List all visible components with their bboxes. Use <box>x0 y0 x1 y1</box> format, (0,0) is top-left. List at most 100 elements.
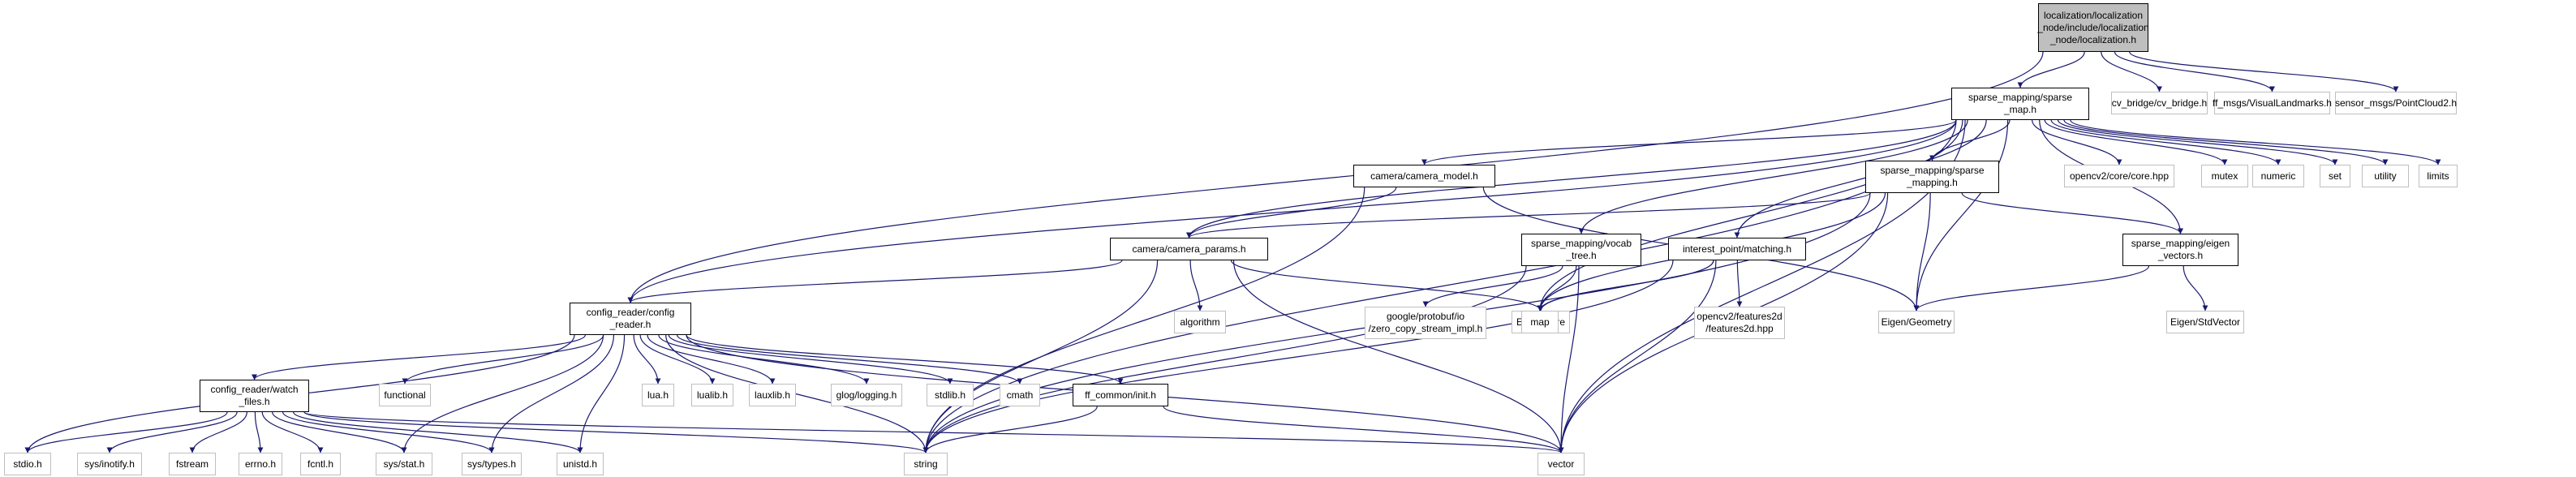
node-sparse-map[interactable]: sparse_mapping/sparse_map.h <box>1951 88 2089 120</box>
edge-config-reader-to-lualib <box>639 334 716 385</box>
node-label-line: camera/camera_params.h <box>1132 243 1246 255</box>
node-label-line: Eigen/StdVector <box>2170 316 2241 328</box>
node-label-line: _mapping.h <box>1907 177 1958 188</box>
edge-root-to-cv-bridge <box>2101 51 2162 92</box>
edge-sparse-map-to-opencv-core <box>2032 119 2122 165</box>
node-eigen-vectors[interactable]: sparse_mapping/eigen_vectors.h <box>2122 234 2238 266</box>
node-sparse-mapping[interactable]: sparse_mapping/sparse_mapping.h <box>1865 161 1999 193</box>
edge-root-to-visual-landmarks <box>2114 51 2275 92</box>
edge-camera-model-to-string <box>922 187 1365 453</box>
node-vector: vector <box>1537 453 1585 475</box>
node-label-line: config_reader/watch <box>210 384 299 395</box>
edge-camera-params-to-vector <box>1232 260 1564 453</box>
edge-ff-init-to-vector <box>1163 406 1564 453</box>
edge-watch-files-to-unistd <box>293 411 583 453</box>
edge-sparse-map-to-numeric <box>2050 119 2281 165</box>
edge-watch-files-to-vector <box>303 411 1564 453</box>
node-eigen-stdvector: Eigen/StdVector <box>2166 311 2244 333</box>
node-label-line: lua.h <box>647 389 669 401</box>
node-fstream: fstream <box>169 453 216 475</box>
edge-sparse-map-to-config-reader <box>627 119 1957 303</box>
node-inotify: sys/inotify.h <box>77 453 142 475</box>
node-label-line: lualib.h <box>696 389 729 401</box>
edge-config-reader-to-cmath <box>677 334 1023 385</box>
edge-matching-to-features2d <box>1736 260 1743 307</box>
node-label-line: limits <box>2427 170 2449 182</box>
edge-camera-model-to-camera-params <box>1186 187 1397 238</box>
node-label-line: errno.h <box>244 458 277 470</box>
node-zero-copy: google/protobuf/io/zero_copy_stream_impl… <box>1365 307 1486 339</box>
edge-matching-to-map <box>1537 260 1714 312</box>
node-unistd: unistd.h <box>557 453 604 475</box>
edge-config-reader-to-ff-init <box>686 334 1124 385</box>
node-label-line: map <box>1530 316 1550 328</box>
edge-watch-files-to-sys-types <box>282 411 495 453</box>
edge-config-reader-to-stdlib <box>668 334 953 385</box>
node-label-line: sparse_mapping/eigen <box>2131 238 2230 249</box>
node-label-line: sensor_msgs/PointCloud2.h <box>2334 97 2458 109</box>
node-features2d: opencv2/features2d/features2d.hpp <box>1694 307 1785 339</box>
node-label-line: stdlib.h <box>934 389 966 401</box>
node-label-line: cv_bridge/cv_bridge.h <box>2111 97 2208 109</box>
node-watch-files[interactable]: config_reader/watch_files.h <box>200 380 309 412</box>
node-label-line: interest_point/matching.h <box>1682 243 1792 255</box>
node-label-line: set <box>2328 170 2342 182</box>
node-label-line: vector <box>1547 458 1575 470</box>
edge-sparse-map-to-vocab-tree <box>1578 119 1968 234</box>
edge-ff-init-to-string <box>922 406 1098 453</box>
node-matching[interactable]: interest_point/matching.h <box>1668 238 1806 260</box>
edge-sparse-map-to-camera-model <box>1421 119 1957 165</box>
node-camera-model[interactable]: camera/camera_model.h <box>1353 165 1495 187</box>
node-config-reader[interactable]: config_reader/config_reader.h <box>570 303 691 335</box>
node-lauxlib: lauxlib.h <box>749 384 796 406</box>
node-label-line: opencv2/features2d <box>1697 311 1783 322</box>
node-camera-params[interactable]: camera/camera_params.h <box>1110 238 1268 260</box>
edge-layer <box>24 51 2441 453</box>
edge-config-reader-to-sys-stat <box>401 334 604 453</box>
node-root[interactable]: localization/localization_node/include/l… <box>2037 3 2149 52</box>
edge-vocab-tree-to-string <box>922 265 1527 453</box>
edge-watch-files-to-fstream <box>189 411 247 453</box>
node-map: map <box>1521 311 1559 333</box>
edge-watch-files-to-stdio <box>24 411 228 453</box>
node-stdlib: stdlib.h <box>927 384 974 406</box>
node-label-line: sys/inotify.h <box>84 458 135 470</box>
node-stdio: stdio.h <box>4 453 51 475</box>
node-label-line: camera/camera_model.h <box>1370 170 1478 182</box>
edge-matching-to-string <box>922 260 1674 453</box>
node-label-line: /zero_copy_stream_impl.h <box>1368 323 1483 334</box>
node-algorithm: algorithm <box>1174 311 1226 333</box>
edge-sparse-mapping-to-camera-params <box>1186 192 1871 238</box>
node-cmath: cmath <box>1000 384 1040 406</box>
edge-watch-files-to-string <box>303 411 929 453</box>
edge-camera-params-to-config-reader <box>627 260 1123 303</box>
node-errno: errno.h <box>239 453 282 475</box>
edge-vocab-tree-to-vector <box>1558 265 1580 453</box>
node-label-line: ff_common/init.h <box>1085 389 1156 401</box>
node-lua: lua.h <box>642 384 674 406</box>
edge-camera-params-to-string <box>922 260 1159 453</box>
edge-watch-files-to-errno <box>254 411 264 453</box>
edge-watch-files-to-sys-stat <box>272 411 407 453</box>
edge-sparse-map-to-eigen-geometry <box>1913 119 2009 312</box>
edge-sparse-map-to-set <box>2057 119 2338 165</box>
node-label-line: glog/logging.h <box>836 389 897 401</box>
node-label-line: numeric <box>2260 170 2296 182</box>
node-mutex: mutex <box>2201 165 2248 187</box>
node-pointcloud2: sensor_msgs/PointCloud2.h <box>2335 92 2457 114</box>
edge-root-to-sparse-map <box>2017 51 2085 88</box>
node-label-line: utility <box>2374 170 2397 182</box>
node-glog: glog/logging.h <box>831 384 902 406</box>
node-label-line: _node/include/localization <box>2037 21 2149 33</box>
node-fcntl: fcntl.h <box>300 453 341 475</box>
edge-camera-params-to-algorithm <box>1189 260 1203 312</box>
node-label-line: _vectors.h <box>2157 250 2204 261</box>
node-vocab-tree[interactable]: sparse_mapping/vocab_tree.h <box>1521 234 1641 266</box>
node-set: set <box>2320 165 2350 187</box>
edge-vocab-tree-to-zero-copy <box>1422 265 1563 307</box>
node-label-line: sys/stat.h <box>383 458 425 470</box>
node-cv-bridge: cv_bridge/cv_bridge.h <box>2111 92 2208 114</box>
node-numeric: numeric <box>2252 165 2304 187</box>
node-ff-init[interactable]: ff_common/init.h <box>1073 384 1168 406</box>
